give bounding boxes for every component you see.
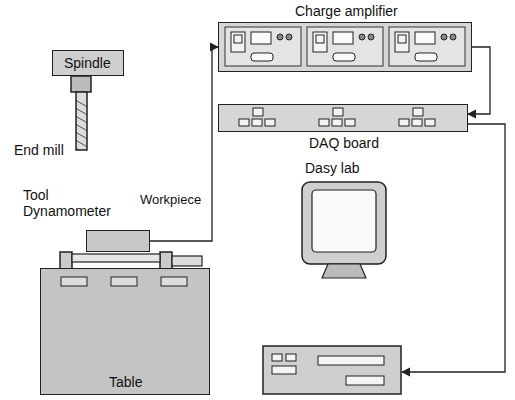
cable-connector: [172, 256, 202, 266]
tool-dynamometer: Tool Dynamometer: [86, 230, 150, 252]
end-mill-flutes: [76, 100, 87, 150]
machine-table: Table: [40, 268, 210, 395]
node-label: Tool Dynamometer: [23, 187, 107, 219]
signal-cable: [150, 47, 218, 241]
node-label: Spindle: [64, 55, 111, 71]
node-label: Dasy lab: [305, 160, 359, 176]
tool-holder: [71, 76, 91, 92]
fixture-rail: [72, 254, 160, 262]
node-label: Table: [109, 374, 142, 390]
node-label: DAQ board: [309, 135, 379, 151]
daq-board: DAQ board: [218, 104, 468, 132]
end-mill-body: [76, 92, 87, 150]
signal-cable: [402, 124, 505, 372]
computer-illustration: [262, 160, 402, 396]
daq-connectors: [219, 105, 466, 130]
node-label: Charge amplifier: [295, 3, 398, 19]
amplifier-units: [219, 23, 470, 70]
charge-amplifier: Charge amplifier: [218, 22, 472, 72]
part-label: Workpiece: [140, 192, 201, 208]
computer: Dasy lab: [262, 160, 402, 396]
part-label: End mill: [14, 142, 64, 158]
spindle-box: Spindle: [52, 50, 124, 76]
